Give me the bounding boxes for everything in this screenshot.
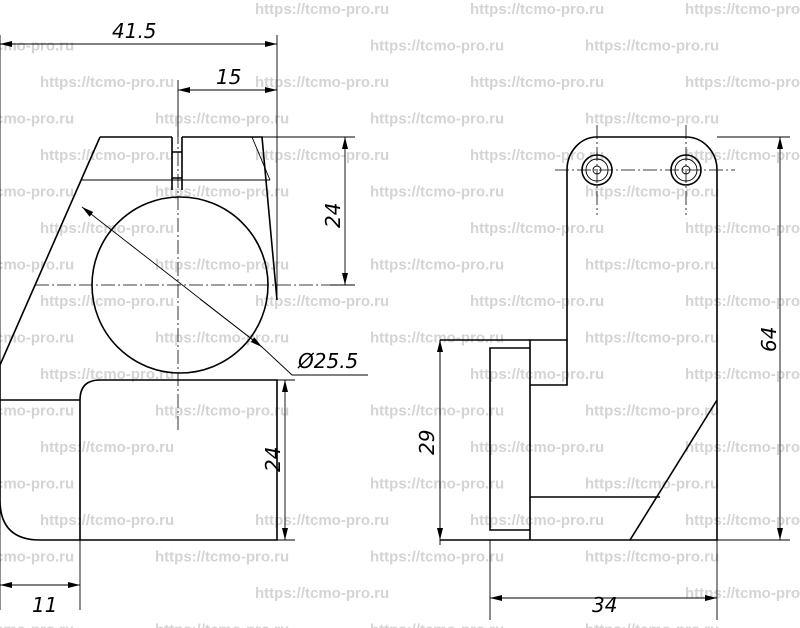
watermark-text: https://tcmo-pro.ru	[40, 147, 174, 164]
watermark-text: https://tcmo-pro.ru	[255, 1, 389, 18]
watermark-text: https://tcmo-pro.ru	[370, 549, 504, 566]
dim-label-29: 29	[415, 430, 439, 455]
diameter-arrow	[199, 298, 263, 348]
watermark-text: https://tcmo-pro.ru	[685, 439, 800, 456]
watermark-text: https://tcmo-pro.ru	[685, 512, 800, 529]
watermark-text: https://tcmo-pro.ru	[0, 403, 74, 420]
watermark-text: https://tcmo-pro.ru	[370, 184, 504, 201]
watermark-text: https://tcmo-pro.ru	[585, 330, 719, 347]
watermark-text: https://tcmo-pro.ru	[470, 1, 604, 18]
watermark-text: https://tcmo-pro.ru	[40, 366, 174, 383]
watermark-text: https://tcmo-pro.ru	[255, 585, 389, 602]
watermark-text: https://tcmo-pro.ru	[155, 403, 289, 420]
watermark-text: https://tcmo-pro.ru	[585, 184, 719, 201]
watermark-text: https://tcmo-pro.ru	[255, 293, 389, 310]
watermark-text: https://tcmo-pro.ru	[0, 330, 74, 347]
watermark-text: https://tcmo-pro.ru	[585, 622, 719, 628]
inner-line	[82, 136, 271, 181]
watermark-text: https://tcmo-pro.ru	[585, 38, 719, 55]
watermark-text: https://tcmo-pro.ru	[585, 111, 719, 128]
watermark-text: https://tcmo-pro.ru	[0, 111, 74, 128]
watermark-text: https://tcmo-pro.ru	[255, 512, 389, 529]
watermark-text: https://tcmo-pro.ru	[370, 330, 504, 347]
watermark-text: https://tcmo-pro.ru	[0, 476, 74, 493]
dim-label-34: 34	[592, 593, 617, 617]
watermark-text: https://tcmo-pro.ru	[685, 147, 800, 164]
watermark-text: https://tcmo-pro.ru	[585, 476, 719, 493]
watermark-text: https://tcmo-pro.ru	[40, 512, 174, 529]
watermark-text: https://tcmo-pro.ru	[155, 622, 289, 628]
watermark-text: https://tcmo-pro.ru	[155, 549, 289, 566]
watermark-text: https://tcmo-pro.ru	[685, 366, 800, 383]
watermark-text: https://tcmo-pro.ru	[685, 585, 800, 602]
dim-label-15: 15	[216, 65, 241, 89]
watermark-text: https://tcmo-pro.ru	[470, 74, 604, 91]
watermark-text: https://tcmo-pro.ru	[470, 147, 604, 164]
watermark-text: https://tcmo-pro.ru	[685, 220, 800, 237]
side-view: 64 29 34	[415, 125, 790, 620]
watermark-text: https://tcmo-pro.ru	[370, 111, 504, 128]
watermark-text: https://tcmo-pro.ru	[370, 622, 504, 628]
side-details	[489, 339, 718, 541]
watermark-text: https://tcmo-pro.ru	[155, 330, 289, 347]
watermark-text: https://tcmo-pro.ru	[585, 257, 719, 274]
watermark-text: https://tcmo-pro.ru	[685, 1, 800, 18]
watermark-text: https://tcmo-pro.ru	[470, 439, 604, 456]
watermark-text: https://tcmo-pro.ru	[370, 38, 504, 55]
watermark-text: https://tcmo-pro.ru	[370, 403, 504, 420]
dim-label-41-5: 41.5	[112, 19, 157, 43]
watermark-text: https://tcmo-pro.ru	[155, 184, 289, 201]
front-view: 41.5 15 24 Ø25.5 24 11	[0, 19, 368, 617]
dim-label-64: 64	[757, 327, 781, 352]
watermark-text: https://tcmo-pro.ru	[470, 293, 604, 310]
watermark-text: https://tcmo-pro.ru	[0, 622, 74, 628]
watermark-text: https://tcmo-pro.ru	[255, 74, 389, 91]
watermark-text: https://tcmo-pro.ru	[40, 220, 174, 237]
watermark-text: https://tcmo-pro.ru	[370, 257, 504, 274]
watermark-text: https://tcmo-pro.ru	[585, 403, 719, 420]
watermark-text: https://tcmo-pro.ru	[40, 74, 174, 91]
lower-body-outline	[79, 379, 278, 541]
watermark-text: https://tcmo-pro.ru	[370, 476, 504, 493]
watermark-text: https://tcmo-pro.ru	[155, 111, 289, 128]
watermark-text: https://tcmo-pro.ru	[470, 512, 604, 529]
watermark-text: https://tcmo-pro.ru	[0, 38, 74, 55]
watermark-text: https://tcmo-pro.ru	[0, 257, 74, 274]
dim-label-24-lower: 24	[261, 447, 285, 472]
watermark-text: https://tcmo-pro.ru	[470, 366, 604, 383]
watermark-text: https://tcmo-pro.ru	[40, 293, 174, 310]
slot	[171, 137, 183, 190]
dim-label-11: 11	[32, 593, 57, 617]
watermark-text: https://tcmo-pro.ru	[0, 184, 74, 201]
diameter-leader	[81, 206, 368, 376]
watermark-text: https://tcmo-pro.ru	[255, 147, 389, 164]
watermark-text: https://tcmo-pro.ru	[685, 74, 800, 91]
watermark-text: https://tcmo-pro.ru	[155, 257, 289, 274]
watermark-text: https://tcmo-pro.ru	[0, 549, 74, 566]
dim-label-diameter: Ø25.5	[297, 349, 358, 373]
watermark-text: https://tcmo-pro.ru	[585, 549, 719, 566]
watermark-text: https://tcmo-pro.ru	[40, 439, 174, 456]
dim-label-24-upper: 24	[321, 203, 345, 228]
watermark-text: https://tcmo-pro.ru	[470, 220, 604, 237]
hole-center-lines	[555, 125, 735, 215]
watermark-text: https://tcmo-pro.ru	[685, 293, 800, 310]
